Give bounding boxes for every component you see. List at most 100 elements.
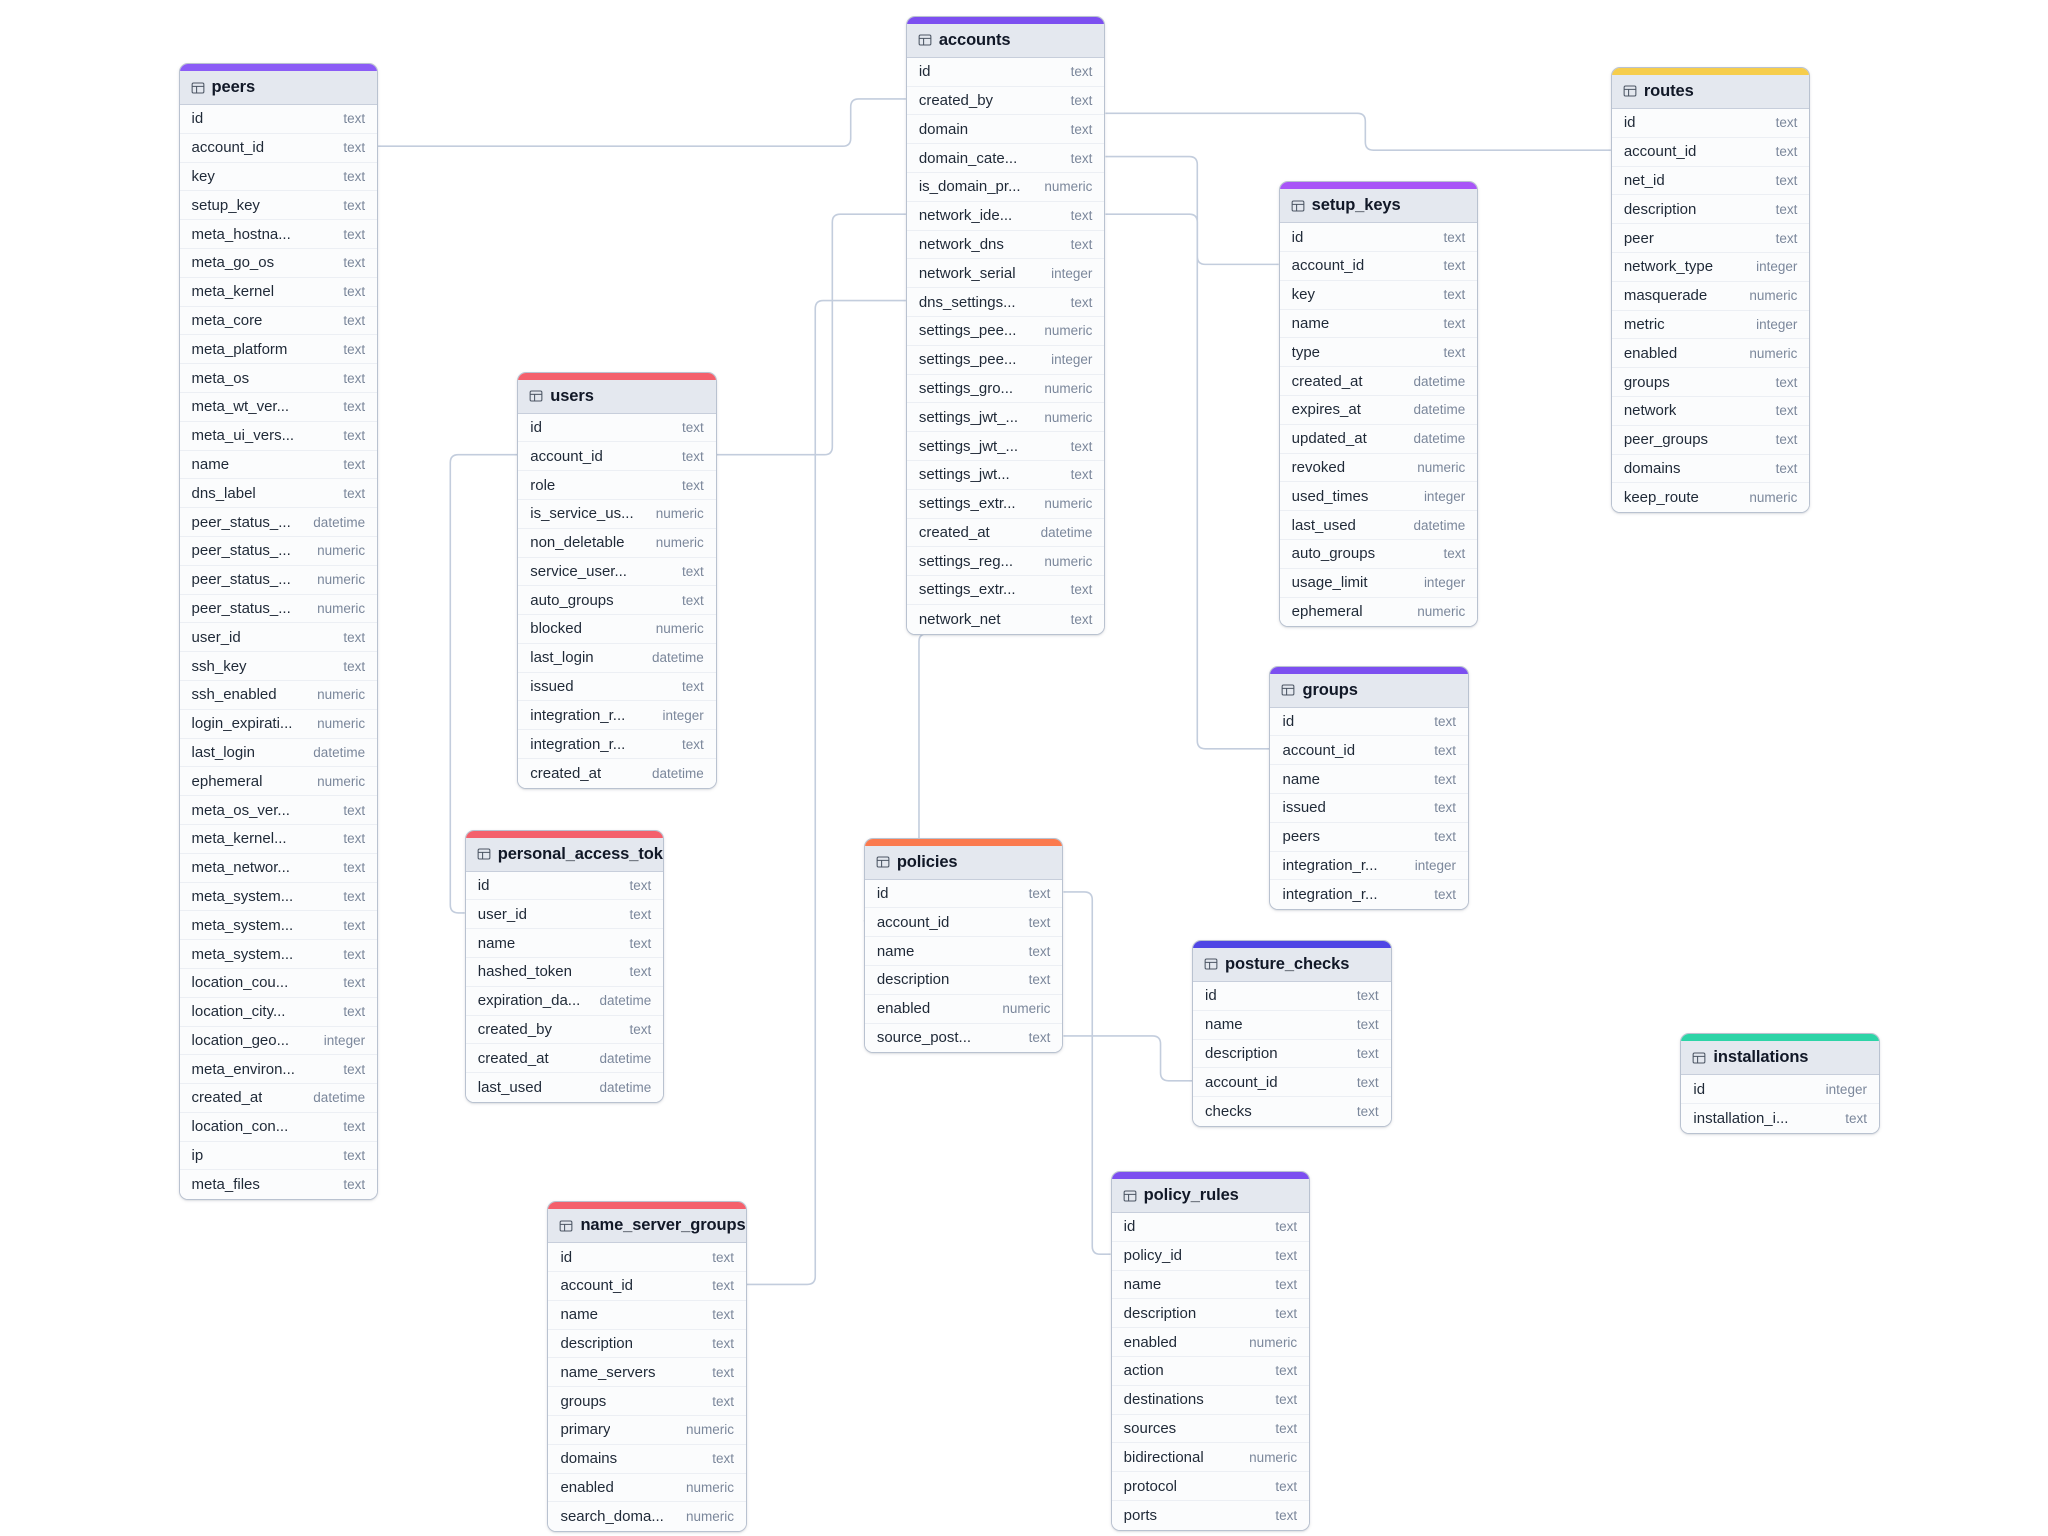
field-row[interactable]: dns_settings...text xyxy=(906,288,1105,317)
field-row[interactable]: location_city...text xyxy=(179,997,378,1027)
field-row[interactable]: network_ide...text xyxy=(906,201,1105,231)
field-row[interactable]: peer_status_...numeric xyxy=(179,536,378,566)
field-row[interactable]: meta_kernel...text xyxy=(179,824,378,854)
field-row[interactable]: integration_r...text xyxy=(518,730,716,760)
field-row[interactable]: peer_status_...numeric xyxy=(179,594,378,624)
field-row[interactable]: meta_system...text xyxy=(179,911,378,941)
field-row[interactable]: integration_r...text xyxy=(1270,880,1469,910)
field-row[interactable]: integration_r...integer xyxy=(1270,851,1469,881)
table-header-personal_access_tokens[interactable]: personal_access_tokens xyxy=(465,837,663,872)
field-row[interactable]: meta_networ...text xyxy=(179,853,378,883)
field-row[interactable]: expiration_da...datetime xyxy=(465,986,664,1016)
field-row[interactable]: search_doma...numeric xyxy=(548,1502,746,1532)
field-row[interactable]: meta_system...text xyxy=(179,882,378,912)
field-row[interactable]: settings_pee...numeric xyxy=(906,316,1105,346)
table-header-policy_rules[interactable]: policy_rules xyxy=(1111,1179,1310,1214)
field-row[interactable]: peer_status_...datetime xyxy=(179,508,378,537)
table-header-routes[interactable]: routes xyxy=(1611,74,1810,109)
field-row[interactable]: installation_i...text xyxy=(1681,1103,1879,1133)
field-row[interactable]: login_expirati...numeric xyxy=(179,709,378,739)
table-header-peers[interactable]: peers xyxy=(179,71,378,105)
table-node-personal_access_tokens[interactable]: personal_access_tokensidtextuser_idtextn… xyxy=(464,829,665,1104)
field-row[interactable]: is_service_us...numeric xyxy=(518,499,716,529)
field-row[interactable]: is_domain_pr...numeric xyxy=(906,172,1105,202)
field-row[interactable]: settings_extr...numeric xyxy=(906,489,1105,519)
field-row[interactable]: meta_os_ver...text xyxy=(179,796,378,825)
field-row[interactable]: settings_gro...numeric xyxy=(906,374,1105,404)
field-row[interactable]: meta_hostna...text xyxy=(179,220,378,249)
field-row[interactable]: settings_jwt...text xyxy=(906,460,1105,490)
table-header-policies[interactable]: policies xyxy=(864,845,1063,880)
field-row[interactable]: source_post...text xyxy=(864,1023,1063,1053)
